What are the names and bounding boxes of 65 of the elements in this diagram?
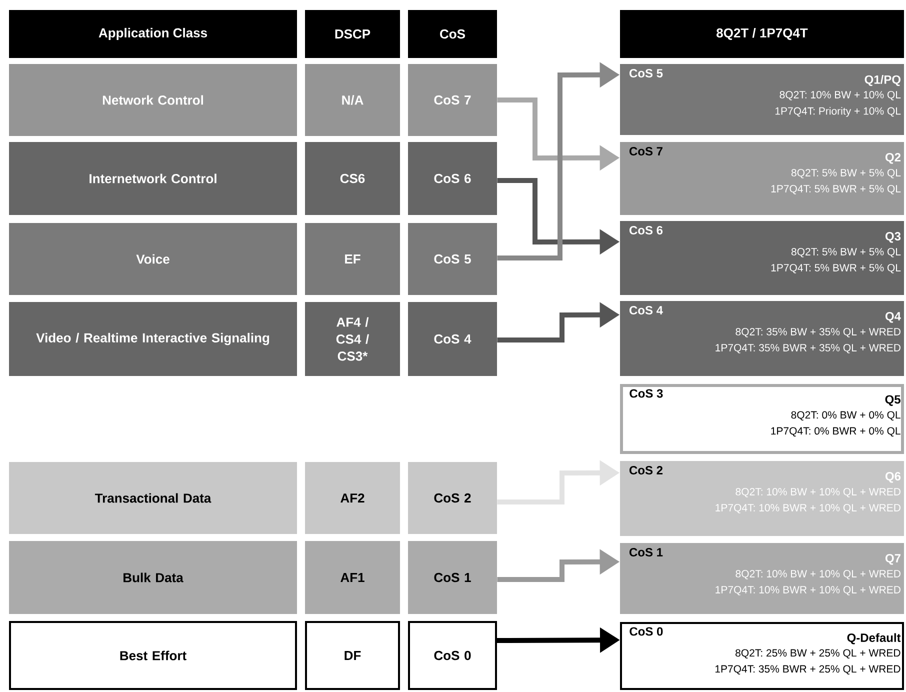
- queue-box: [620, 622, 904, 690]
- allocation-text: 8Q2T: 10% BW + 10% QL + WRED: [736, 488, 900, 498]
- header-cell: 8Q2T / 1P7Q4T: [620, 10, 904, 58]
- queue-label: Q3: [885, 232, 901, 243]
- allocation-text: 1P7Q4T: 5% BWR + 5% QL: [771, 264, 901, 274]
- class-cell: Video / Realtime Interactive Signaling: [9, 302, 297, 376]
- allocation-text: 1P7Q4T: 10% BWR + 10% QL + WRED: [716, 504, 900, 514]
- queue-label: Q1/PQ: [864, 75, 900, 86]
- class-cell: Transactional Data: [9, 462, 297, 534]
- dscp-cell: EF: [305, 223, 400, 295]
- allocation-text: 8Q2T: 35% BW + 35% QL + WRED: [736, 328, 900, 338]
- cos-cell: CoS 5: [408, 223, 497, 295]
- cos-cell: CoS 7: [408, 64, 497, 136]
- allocation-text: 8Q2T: 10% BW + 10% QL + WRED: [736, 570, 900, 580]
- queue-label: Q-Default: [847, 633, 901, 644]
- header-cell: Application Class: [9, 10, 297, 58]
- queue-box: [620, 64, 904, 135]
- cos-cell: CoS 6: [408, 142, 497, 215]
- allocation-text: 1P7Q4T: Priority + 10% QL: [775, 107, 901, 117]
- cos-label: CoS 7: [630, 147, 662, 156]
- cos-cell: CoS 1: [408, 541, 497, 614]
- allocation-text: 8Q2T: 5% BW + 5% QL: [791, 169, 901, 178]
- queue-box: [620, 301, 904, 376]
- cos-label: CoS 3: [630, 389, 663, 398]
- cos-label: CoS 0: [630, 627, 663, 636]
- cos-label: CoS 1: [630, 548, 663, 556]
- queue-label: Q6: [885, 472, 901, 483]
- dscp-cell: AF2: [305, 462, 400, 534]
- queue-box: [620, 142, 904, 215]
- allocation-text: 1P7Q4T: 0% BWR + 0% QL: [771, 427, 900, 436]
- dscp-cell: DF: [305, 621, 400, 690]
- cos-label: CoS 5: [630, 69, 663, 78]
- allocation-text: 1P7Q4T: 5% BWR + 5% QL: [771, 185, 901, 194]
- queue-box: [620, 461, 904, 536]
- allocation-text: 8Q2T: 10% BW + 10% QL: [780, 91, 901, 100]
- queue-label: Q2: [885, 153, 901, 164]
- class-cell: Bulk Data: [9, 541, 297, 614]
- allocation-text: 8Q2T: 0% BW + 0% QL: [791, 411, 900, 420]
- cos-label: CoS 2: [630, 466, 663, 474]
- dscp-cell: N/A: [305, 64, 400, 136]
- dscp-cell: AF4 / CS4 / CS3*: [305, 302, 400, 376]
- allocation-text: 8Q2T: 5% BW + 5% QL: [791, 248, 901, 258]
- dscp-cell: AF1: [305, 541, 400, 614]
- queue-box: [620, 221, 904, 295]
- cos-cell: CoS 4: [408, 302, 497, 376]
- cos-cell: CoS 2: [408, 462, 497, 534]
- header-cell: CoS: [408, 10, 497, 58]
- allocation-text: 1P7Q4T: 35% BWR + 35% QL + WRED: [716, 344, 900, 354]
- dscp-cell: CS6: [305, 142, 400, 215]
- cos-label: CoS 4: [630, 306, 663, 314]
- class-cell: Best Effort: [9, 621, 297, 690]
- allocation-text: 1P7Q4T: 35% BWR + 25% QL + WRED: [715, 665, 900, 674]
- queue-box: [620, 543, 904, 614]
- cos-cell: CoS 0: [408, 621, 497, 690]
- queue-box: [620, 384, 904, 454]
- header-cell: DSCP: [305, 10, 400, 58]
- allocation-text: 8Q2T: 25% BW + 25% QL + WRED: [736, 649, 900, 658]
- class-cell: Voice: [9, 223, 297, 295]
- queue-label: Q5: [885, 395, 900, 406]
- queue-label: Q4: [885, 312, 901, 323]
- class-cell: Internetwork Control: [9, 142, 297, 215]
- class-cell: Network Control: [9, 64, 297, 136]
- allocation-text: 1P7Q4T: 10% BWR + 10% QL + WRED: [716, 586, 900, 596]
- queue-label: Q7: [885, 554, 900, 565]
- cos-label: CoS 6: [630, 226, 663, 234]
